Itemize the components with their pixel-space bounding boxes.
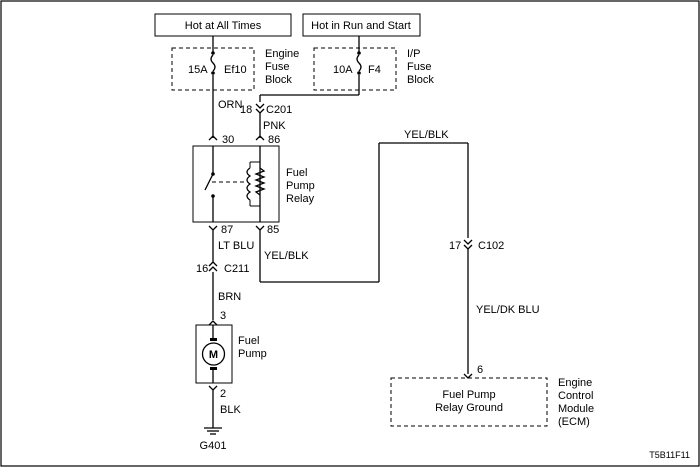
- wire-yel-blk: YEL/BLK YEL/BLK: [259, 129, 469, 283]
- ip-fuse-block: 10A F4 I/P Fuse Block: [313, 36, 434, 91]
- wire-orn: ORN: [212, 75, 243, 138]
- engine-fuse-block-label-2: Fuse: [265, 61, 289, 73]
- ecm-inner-label-1: Fuel Pump: [442, 389, 495, 401]
- ground-label: G401: [200, 440, 227, 452]
- fuse-ef10-rating: 15A: [188, 64, 208, 76]
- wire-blk-label: BLK: [220, 404, 241, 416]
- wire-blk: BLK: [212, 390, 241, 428]
- engine-control-module: 6 Fuel Pump Relay Ground Engine Control …: [390, 364, 594, 428]
- ground-g401: G401: [200, 427, 227, 452]
- wire-brn-label: BRN: [218, 291, 241, 303]
- wire-pnk: PNK: [259, 113, 286, 138]
- ip-fuse-block-label-2: Fuse: [407, 61, 431, 73]
- connector-c211-name: C211: [224, 263, 249, 275]
- ecm-label-2: Control: [558, 390, 593, 402]
- wire-yel-blk-label-upper: YEL/BLK: [404, 129, 449, 141]
- wire-ip-feed: [259, 75, 360, 102]
- relay-pin-86: 86: [268, 134, 280, 146]
- engine-fuse-block: 15A Ef10 Engine Fuse Block: [171, 36, 299, 91]
- connector-c211-pin: 16: [196, 263, 208, 275]
- connector-c102-pin: 17: [449, 240, 461, 252]
- wire-yel-dk-blu: YEL/DK BLU: [467, 249, 540, 374]
- connector-c201: 18 C201: [240, 103, 292, 116]
- wire-brn: BRN: [212, 272, 241, 320]
- relay-pin-87: 87: [221, 224, 233, 236]
- wire-yel-dk-blu-label: YEL/DK BLU: [476, 304, 540, 316]
- wire-orn-label: ORN: [218, 99, 243, 111]
- wire-pnk-label: PNK: [263, 120, 286, 132]
- engine-fuse-block-label-1: Engine: [265, 48, 299, 60]
- relay-label-2: Pump: [286, 180, 315, 192]
- hot-at-all-times-label: Hot at All Times: [185, 20, 262, 32]
- relay-switch-contact: [204, 173, 214, 191]
- relay-pin-30: 30: [222, 134, 234, 146]
- relay-label-1: Fuel: [286, 167, 307, 179]
- relay-resistor-icon: [254, 167, 266, 196]
- relay-label-3: Relay: [286, 193, 315, 205]
- engine-fuse-block-label-3: Block: [265, 74, 292, 86]
- pump-label-2: Pump: [238, 348, 267, 360]
- ecm-inner-label-2: Relay Ground: [435, 402, 503, 414]
- wire-yel-blk-label-lower: YEL/BLK: [264, 250, 309, 262]
- fuse-ef10-icon: [210, 54, 216, 72]
- pump-pin-top: 3: [220, 310, 226, 322]
- connector-c211: 16 C211: [196, 261, 249, 275]
- connector-c102: 17 C102: [449, 239, 504, 252]
- ecm-label-3: Module: [558, 403, 594, 415]
- pump-label-1: Fuel: [238, 335, 259, 347]
- ip-fuse-block-label-1: I/P: [407, 48, 420, 60]
- connector-c201-pin: 18: [240, 104, 252, 116]
- connector-c201-name: C201: [266, 104, 292, 116]
- fuse-f4-rating: 10A: [333, 64, 353, 76]
- wire-lt-blu: LT BLU: [212, 230, 254, 262]
- ecm-label-1: Engine: [558, 377, 592, 389]
- relay-coil-icon: [246, 167, 252, 201]
- pump-body: [195, 324, 233, 384]
- fuse-f4-icon: [356, 54, 362, 72]
- relay-pin-85: 85: [267, 224, 279, 236]
- motor-icon: [201, 342, 226, 366]
- motor-letter: M: [209, 349, 218, 361]
- fuel-pump-relay: 30 86 87 85 Fuel Pump Relay: [192, 134, 315, 236]
- fuel-pump: 3 M 2 Fuel Pump: [195, 310, 267, 400]
- hot-in-run-start-box: Hot in Run and Start: [302, 13, 421, 37]
- fuse-f4-id: F4: [368, 64, 381, 76]
- hot-in-run-start-label: Hot in Run and Start: [311, 20, 411, 32]
- figure-code: T5B11F11: [649, 450, 690, 460]
- connector-c102-name: C102: [478, 240, 504, 252]
- fuse-ef10-id: Ef10: [224, 64, 247, 76]
- hot-at-all-times-box: Hot at All Times: [154, 13, 292, 37]
- ecm-pin: 6: [477, 364, 483, 376]
- ecm-label-4: (ECM): [558, 416, 590, 428]
- ip-fuse-block-label-3: Block: [407, 74, 434, 86]
- relay-body: [192, 145, 280, 223]
- pump-pin-bottom: 2: [220, 388, 226, 400]
- wire-lt-blu-label: LT BLU: [218, 240, 254, 252]
